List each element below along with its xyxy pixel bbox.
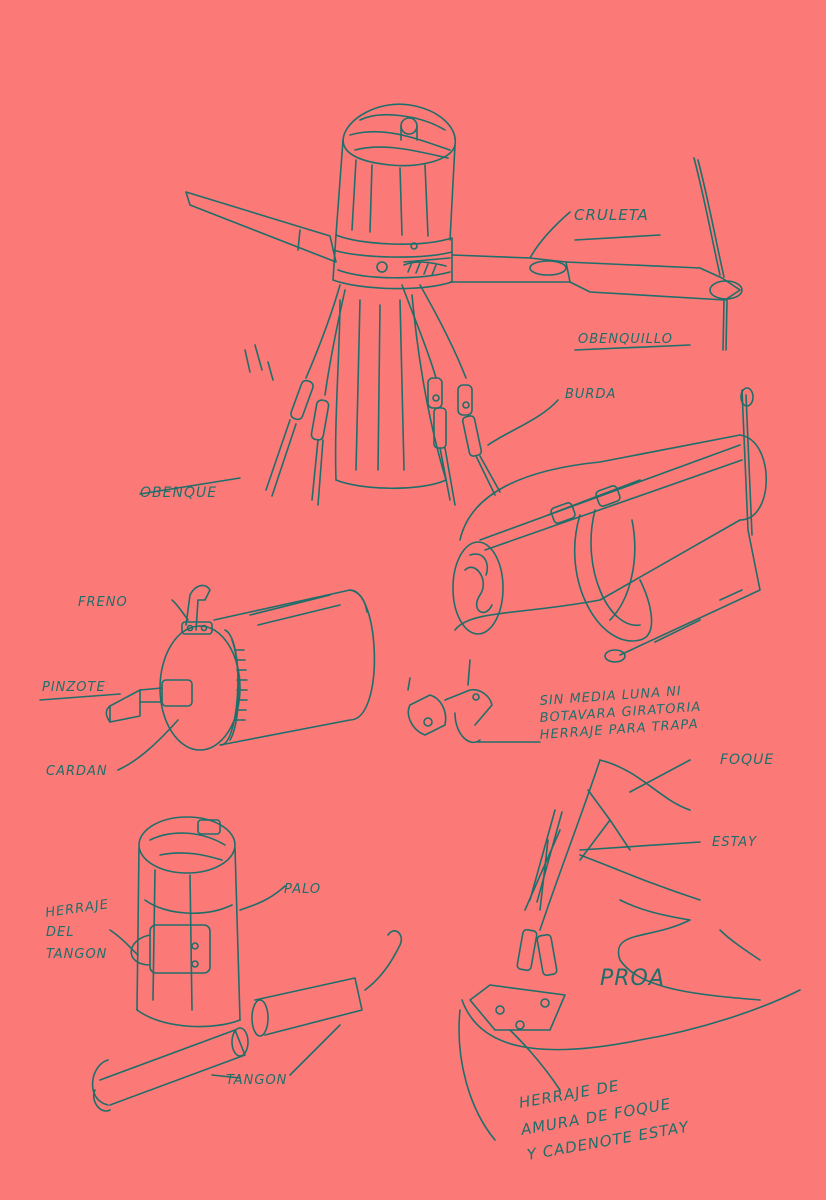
label-pinzote: PINZOTE <box>42 680 106 695</box>
label-herraje-tangon-3: TANGON <box>46 947 107 962</box>
label-tangon: TANGON <box>226 1073 287 1088</box>
label-obenque: OBENQUE <box>140 485 217 501</box>
label-foque: FOQUE <box>720 752 774 768</box>
label-cruleta: CRULETA <box>574 206 649 224</box>
label-burda: BURDA <box>565 387 616 402</box>
label-freno: FRENO <box>78 595 128 610</box>
bail-fitting-sketch <box>407 659 493 744</box>
label-cardan: CARDAN <box>46 764 108 779</box>
gooseneck-sketch <box>105 584 376 751</box>
label-herraje-tangon-1: HERRAJE <box>44 897 109 921</box>
jib-tack-sketch <box>458 759 801 1141</box>
label-obenquillo: OBENQUILLO <box>578 332 673 347</box>
spinnaker-pole-sketch <box>91 930 403 1112</box>
boom-sketch <box>452 387 767 663</box>
labels: CRULETA OBENQUILLO BURDA OBENQUE FRENO P… <box>42 206 774 1164</box>
pole-fitting-sketch <box>130 816 241 1028</box>
label-proa: PROA <box>600 966 665 991</box>
label-herraje-tangon-2: DEL <box>46 925 74 940</box>
label-estay: ESTAY <box>712 835 757 850</box>
leader-lines <box>39 211 701 1091</box>
label-palo: PALO <box>284 882 321 897</box>
mast-spreader-sketch <box>185 103 743 506</box>
